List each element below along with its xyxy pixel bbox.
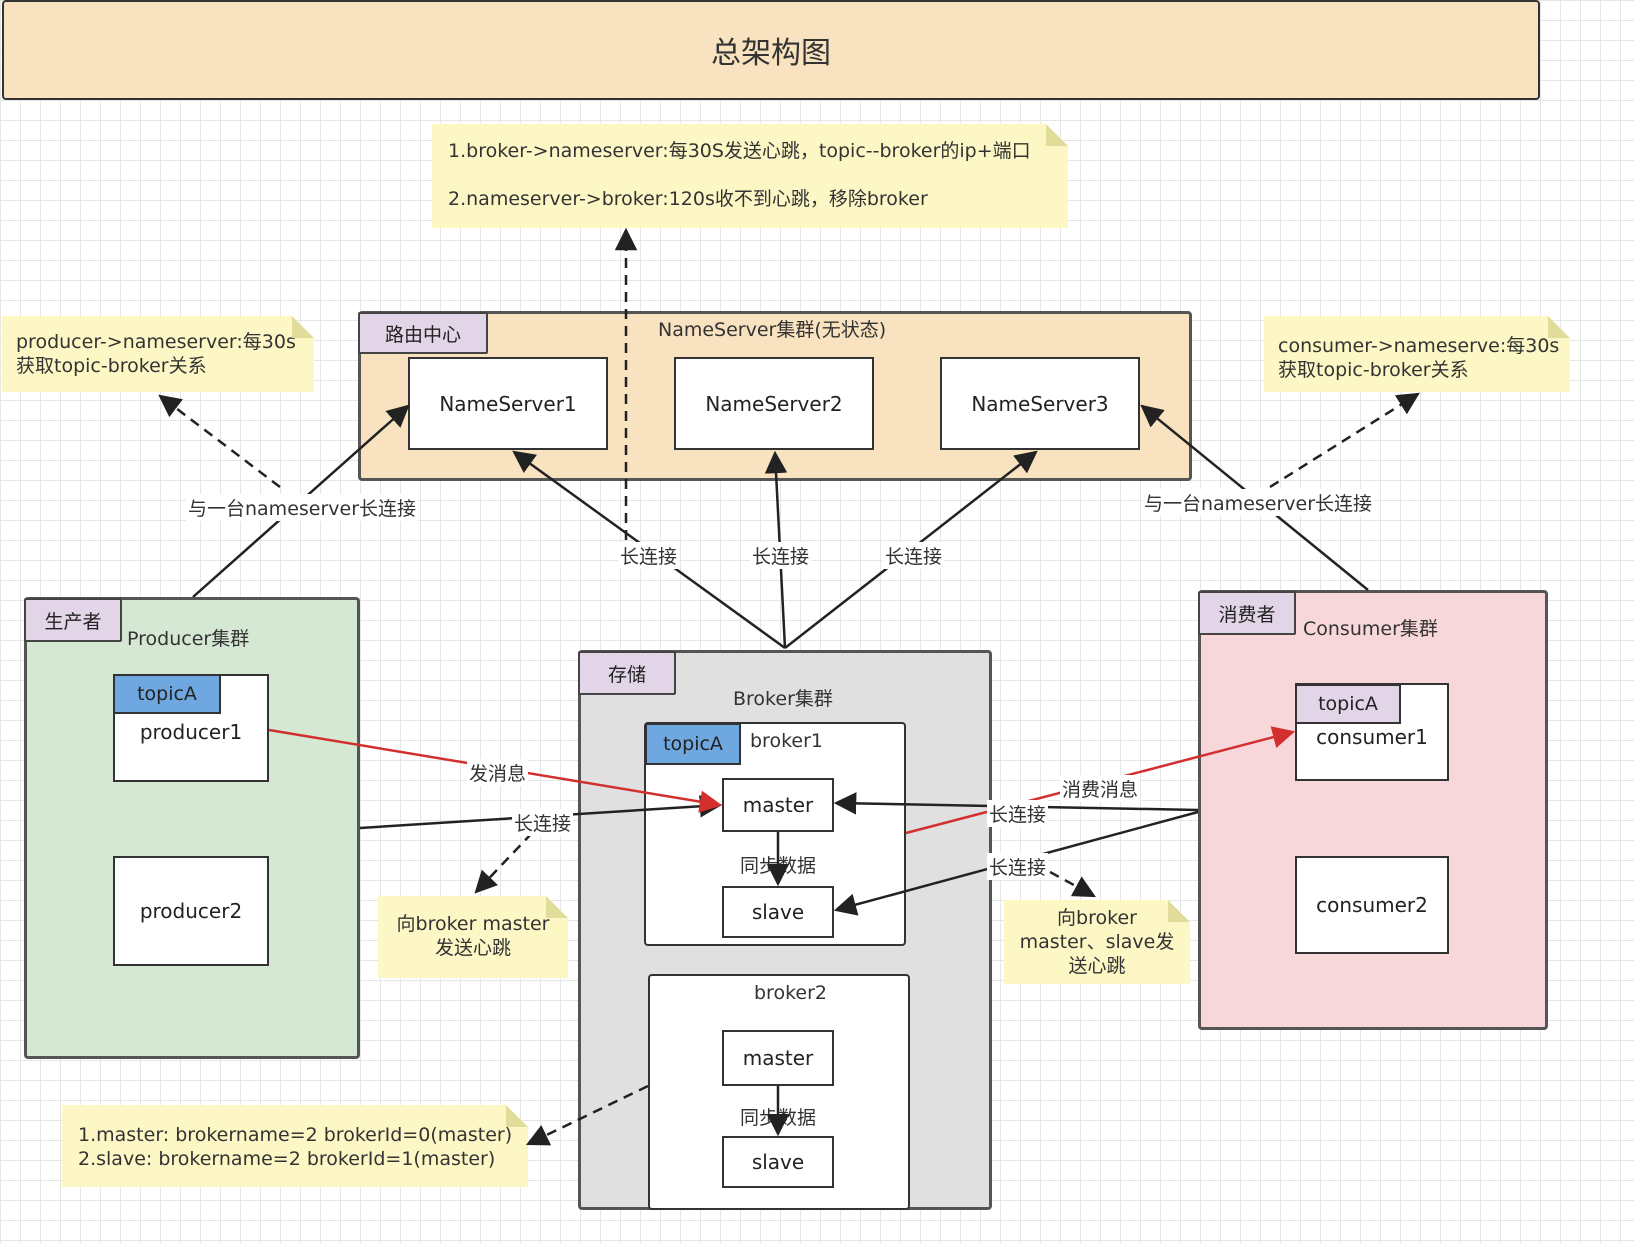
- producer-note-line2: 获取topic-broker关系: [16, 355, 207, 377]
- broker-1-slave: slave: [722, 886, 834, 938]
- broker-2-title: broker2: [754, 982, 827, 1004]
- broker-group-tag: 存储: [578, 651, 676, 695]
- consumer-2: consumer2: [1295, 856, 1449, 954]
- consume-message-label: 消费消息: [1060, 775, 1141, 802]
- consumer-note-line1: consumer->nameserve:每30s: [1278, 335, 1560, 357]
- producer-heartbeat-note-edge: [474, 832, 533, 894]
- broker-1-master: master: [722, 778, 834, 832]
- nameserver-1: NameServer1: [408, 357, 608, 450]
- broker-ns2-edge-label: 长连接: [750, 542, 812, 569]
- nameserver-group-title: NameServer集群(无状态): [658, 319, 887, 341]
- producer-master-edge-label: 长连接: [512, 809, 574, 836]
- consumer-ns-edge-label: 与一台nameserver长连接: [1142, 489, 1375, 516]
- nameserver-3: NameServer3: [940, 357, 1140, 450]
- nameserver-group-tag: 路由中心: [358, 312, 488, 354]
- consumer-to-note-edge: [1269, 392, 1420, 489]
- broker-ns3-edge-label: 长连接: [883, 542, 945, 569]
- producer-topic-badge: topicA: [113, 674, 221, 714]
- heartbeat-note-line1: 1.broker->nameserver:每30S发送心跳，topic--bro…: [448, 140, 1031, 162]
- broker-id-note-line2: 2.slave: brokername=2 brokerId=1(master): [78, 1148, 496, 1170]
- producer-ns-edge-label: 与一台nameserver长连接: [186, 494, 419, 521]
- consumer-1-label: consumer1: [1316, 725, 1428, 749]
- consumer-group-tag: 消费者: [1198, 591, 1296, 635]
- producer-2: producer2: [113, 856, 269, 966]
- broker-master-note-line1: 向broker master: [396, 913, 550, 935]
- broker-2-slave: slave: [722, 1136, 834, 1188]
- producer-group-title: Producer集群: [127, 628, 250, 650]
- page-title: 总架构图: [2, 0, 1540, 100]
- nameserver-2: NameServer2: [674, 357, 874, 450]
- producer-to-note-edge: [158, 394, 281, 488]
- consumer-nameserver-note: consumer->nameserve:每30s 获取topic-broker关…: [1264, 316, 1570, 392]
- broker2-to-id-note-edge: [525, 1084, 649, 1146]
- consumer-heartbeat-note-edge: [1049, 870, 1096, 898]
- consumer-group: [1198, 590, 1548, 1030]
- broker-id-note: 1.master: brokername=2 brokerId=0(master…: [62, 1105, 528, 1187]
- broker-group-title: Broker集群: [733, 688, 833, 710]
- consumer-note-line2: 获取topic-broker关系: [1278, 359, 1469, 381]
- consumer-master-edge-label: 长连接: [987, 800, 1049, 827]
- heartbeat-note: 1.broker->nameserver:每30S发送心跳，topic--bro…: [432, 124, 1068, 228]
- consumer-topic-badge: topicA: [1295, 684, 1401, 724]
- consumer-slave-edge-label: 长连接: [987, 853, 1049, 880]
- broker-ms-note-line1: 向broker: [1057, 907, 1137, 929]
- producer-1-label: producer1: [139, 720, 243, 744]
- producer-nameserver-note: producer->nameserver:每30s 获取topic-broker…: [2, 316, 314, 392]
- producer-note-line1: producer->nameserver:每30s: [16, 331, 296, 353]
- broker-master-note-line2: 发送心跳: [434, 937, 511, 959]
- producer-group-tag: 生产者: [24, 598, 122, 642]
- broker-id-note-line1: 1.master: brokername=2 brokerId=0(master…: [78, 1124, 513, 1146]
- broker-1-title: broker1: [750, 730, 823, 752]
- send-message-label: 发消息: [467, 759, 529, 786]
- broker-2-master: master: [722, 1030, 834, 1086]
- consumer-group-title: Consumer集群: [1303, 618, 1438, 640]
- broker-ms-note-line2: master、slave发: [1019, 931, 1175, 953]
- broker-master-slave-heartbeat-note: 向broker master、slave发 送心跳: [1004, 900, 1190, 984]
- broker-ms-note-line3: 送心跳: [1068, 955, 1126, 977]
- broker-1-topic-badge: topicA: [645, 723, 741, 765]
- broker-ns1-edge-label: 长连接: [618, 542, 680, 569]
- heartbeat-note-line2: 2.nameserver->broker:120s收不到心跳，移除broker: [448, 188, 928, 210]
- broker-master-heartbeat-note: 向broker master 发送心跳: [378, 896, 568, 978]
